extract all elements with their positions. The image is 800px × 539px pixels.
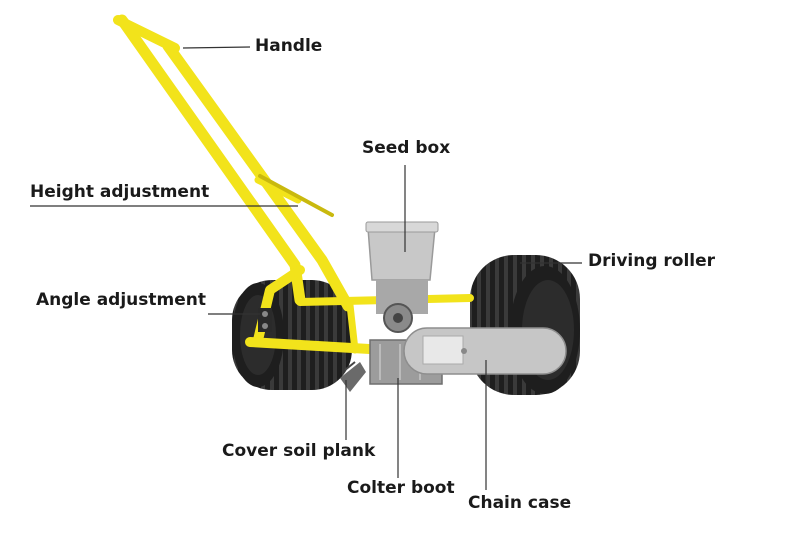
label-driving-roller: Driving roller xyxy=(588,251,716,271)
leader-handle xyxy=(182,46,251,49)
label-chain-case: Chain case xyxy=(468,493,572,513)
handle-right-bar xyxy=(162,40,354,312)
chain-case xyxy=(403,327,567,375)
left-roller xyxy=(232,280,352,390)
handle-left-bar xyxy=(116,14,306,306)
seed-box xyxy=(365,221,439,333)
label-seed-box: Seed box xyxy=(362,138,451,158)
leader-lines xyxy=(30,46,582,490)
frame-post xyxy=(346,301,359,354)
label-colter-boot: Colter boot xyxy=(347,478,455,498)
height-brace xyxy=(258,174,334,217)
handle-grip xyxy=(113,15,180,53)
label-handle: Handle xyxy=(255,36,323,56)
label-angle-adjustment: Angle adjustment xyxy=(36,290,206,310)
label-cover-soil-plank: Cover soil plank xyxy=(222,441,376,461)
label-height-adjustment: Height adjustment xyxy=(30,182,210,202)
frame-crossbar xyxy=(254,176,302,204)
angle-adjustment-bracket xyxy=(258,308,272,332)
